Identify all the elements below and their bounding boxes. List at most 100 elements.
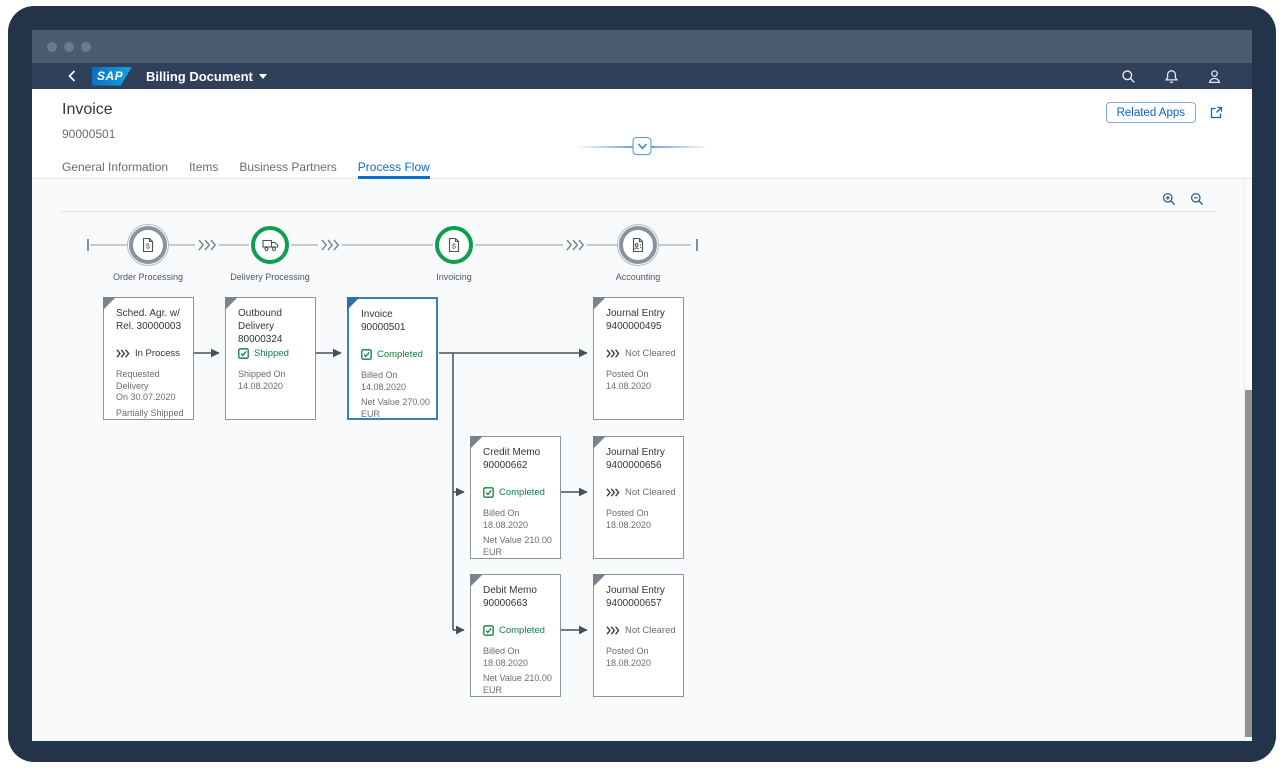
lane-order-processing: $ Order Processing — [88, 224, 208, 282]
checkbox-checked-icon — [238, 348, 249, 359]
lane-node-accounting[interactable] — [617, 224, 659, 266]
external-link-icon — [1210, 106, 1222, 119]
search-button[interactable] — [1120, 68, 1136, 84]
tab-items[interactable]: Items — [189, 160, 219, 174]
invoice-icon: $ — [448, 237, 460, 253]
lane-invoicing: $ Invoicing — [394, 226, 514, 282]
lane-node-order-processing[interactable]: $ — [127, 224, 169, 266]
lane-label: Invoicing — [436, 272, 472, 282]
chevrons-status-icon — [116, 349, 130, 358]
card-fold-corner-icon — [347, 297, 360, 310]
ruler-line — [219, 244, 249, 246]
checkbox-checked-icon — [361, 349, 372, 360]
process-flow-card[interactable]: Debit Memo 90000663 Completed Billed On … — [470, 574, 561, 697]
process-flow-card[interactable]: Journal Entry 9400000657 Not Cleared Pos… — [593, 574, 684, 697]
card-title: Journal Entry 9400000495 — [606, 308, 665, 333]
card-attributes: Shipped On 14.08.2020 — [238, 369, 313, 396]
journal-entry-icon — [632, 237, 644, 253]
back-button[interactable] — [64, 68, 80, 84]
card-status: Completed — [483, 487, 545, 498]
card-status-label: Completed — [499, 487, 545, 498]
card-attribute: Partially Shipped — [116, 408, 184, 419]
delivery-truck-icon — [261, 239, 278, 251]
lane-delivery-processing: Delivery Processing — [210, 226, 330, 282]
card-attribute: Net Value 210.00 EUR — [483, 673, 552, 696]
window-control-dot[interactable] — [64, 41, 74, 52]
tab-general-information[interactable]: General Information — [62, 160, 169, 174]
card-attribute: Net Value 270.00 EUR — [361, 397, 430, 420]
card-status: Not Cleared — [606, 625, 676, 636]
window-control-dot[interactable] — [47, 41, 57, 52]
card-status: Shipped — [238, 348, 289, 359]
card-attribute: Shipped On 14.08.2020 — [238, 369, 286, 391]
tab-bar: General Information Items Business Partn… — [32, 158, 1252, 179]
toolbar-divider — [60, 211, 1216, 212]
ruler-line — [90, 244, 127, 246]
window-control-dot[interactable] — [81, 41, 91, 52]
chevron-down-icon — [258, 73, 267, 79]
card-status: Completed — [483, 625, 545, 636]
tab-process-flow[interactable]: Process Flow — [357, 158, 430, 179]
lane-label: Accounting — [615, 272, 661, 282]
browser-window: SAP Billing Document Invoice 90000501 — [8, 6, 1276, 762]
page-header: Invoice 90000501 Related Apps — [32, 89, 1252, 158]
process-flow-card[interactable]: Sched. Agr. w/ Rel. 30000003 In Process … — [103, 297, 194, 420]
profile-button[interactable] — [1206, 68, 1222, 84]
card-attribute: Requested Delivery On 30.07.2020 — [116, 369, 176, 403]
lane-accounting: Accounting — [578, 224, 698, 282]
card-status: Not Cleared — [606, 487, 676, 498]
window-titlebar — [32, 30, 1252, 63]
zoom-in-icon — [1162, 192, 1176, 206]
zoom-out-icon — [1190, 192, 1204, 206]
card-title: Credit Memo 90000662 — [483, 447, 541, 472]
card-status-label: Completed — [499, 625, 545, 636]
card-attributes: Posted On 18.08.2020 — [606, 646, 681, 673]
shell-bar: SAP Billing Document — [32, 63, 1252, 89]
lane-node-invoicing[interactable]: $ — [435, 226, 473, 264]
card-fold-corner-icon — [593, 436, 606, 449]
process-flow-card[interactable]: Journal Entry 9400000656 Not Cleared Pos… — [593, 436, 684, 559]
tab-business-partners[interactable]: Business Partners — [239, 160, 337, 174]
chevron-down-icon — [637, 142, 647, 150]
card-title: Outbound Delivery 80000324 — [238, 308, 283, 346]
card-status: Completed — [361, 349, 423, 360]
process-flow-card[interactable]: Credit Memo 90000662 Completed Billed On… — [470, 436, 561, 559]
card-attribute: Posted On 18.08.2020 — [606, 646, 652, 668]
card-title: Journal Entry 9400000656 — [606, 447, 665, 472]
lane-node-delivery-processing[interactable] — [251, 226, 289, 264]
card-status-label: In Process — [135, 348, 180, 359]
card-status: Not Cleared — [606, 348, 676, 359]
ruler-line — [169, 244, 195, 246]
card-attribute: Posted On 14.08.2020 — [606, 369, 652, 391]
card-title: Invoice 90000501 — [361, 309, 406, 334]
header-collapse-button[interactable] — [574, 137, 710, 155]
notifications-button[interactable] — [1163, 68, 1179, 84]
svg-text:$: $ — [146, 244, 150, 251]
open-in-new-button[interactable] — [1208, 105, 1224, 121]
scrollbar-track[interactable] — [1244, 179, 1252, 741]
search-icon — [1121, 69, 1135, 83]
card-attributes: Posted On 18.08.2020 — [606, 508, 681, 535]
app-title-menu[interactable]: Billing Document — [146, 69, 267, 84]
page-title: Invoice — [62, 101, 113, 118]
zoom-out-button[interactable] — [1190, 192, 1206, 208]
scrollbar-thumb[interactable] — [1245, 390, 1252, 737]
bell-icon — [1164, 69, 1178, 83]
related-apps-button[interactable]: Related Apps — [1105, 102, 1196, 123]
chevrons-status-icon — [606, 349, 620, 358]
card-attribute: Billed On 18.08.2020 — [483, 508, 529, 530]
process-flow-card[interactable]: Invoice 90000501 Completed Billed On 14.… — [347, 297, 438, 420]
process-flow-card[interactable]: Journal Entry 9400000495 Not Cleared Pos… — [593, 297, 684, 420]
zoom-in-button[interactable] — [1162, 192, 1178, 208]
card-attribute: Posted On 18.08.2020 — [606, 508, 652, 530]
svg-text:$: $ — [452, 244, 456, 251]
card-title: Sched. Agr. w/ Rel. 30000003 — [116, 308, 182, 333]
process-flow-card[interactable]: Outbound Delivery 80000324 Shipped Shipp… — [225, 297, 316, 420]
card-title: Debit Memo 90000663 — [483, 585, 537, 610]
back-chevron-icon — [68, 70, 76, 82]
ruler-line — [475, 244, 563, 246]
sap-logo[interactable]: SAP — [92, 66, 132, 86]
